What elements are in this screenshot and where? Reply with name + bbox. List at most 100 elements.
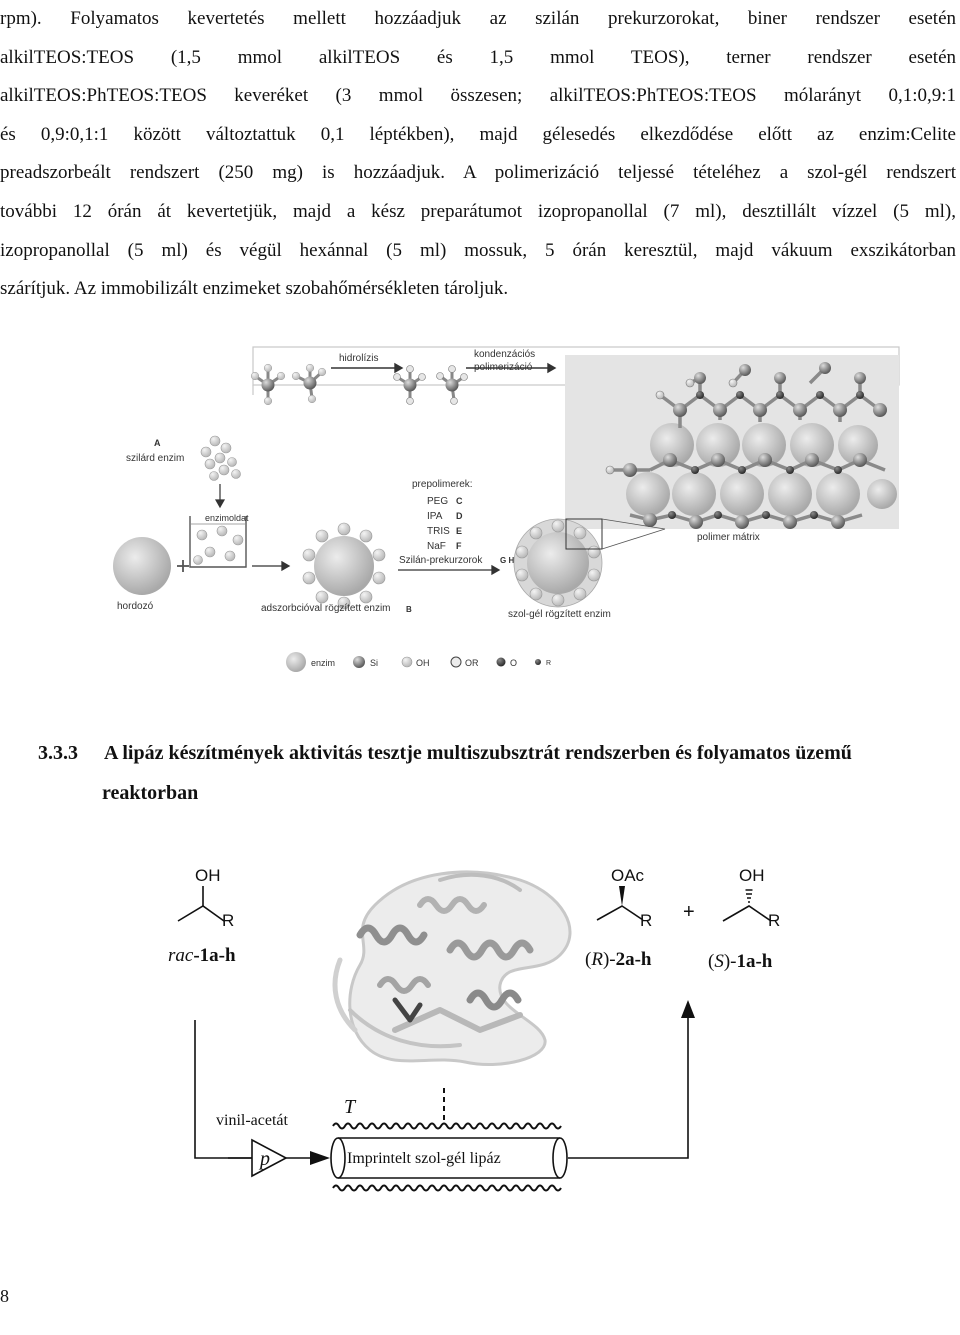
product-r-close: )- bbox=[603, 949, 616, 970]
sol-gel-enzyme-carrier bbox=[513, 518, 603, 608]
product-s-label: (S)-1a-h bbox=[708, 951, 773, 972]
gh-label: G H bbox=[500, 556, 514, 565]
prepolymer-letter: F bbox=[456, 541, 462, 551]
prepolymer-name: PEG bbox=[427, 496, 448, 507]
enzimoldat-label: enzimoldat bbox=[205, 513, 249, 523]
heating-jacket-bottom bbox=[332, 1184, 562, 1192]
packed-bed-reactor bbox=[330, 1137, 568, 1179]
prepolymer-name: NaF bbox=[427, 541, 446, 552]
hydrolyzed-molecule bbox=[393, 365, 426, 405]
pump-symbol bbox=[251, 1138, 288, 1178]
oh-right: OH bbox=[739, 866, 765, 885]
zoom-box bbox=[565, 518, 603, 550]
legend-si: Si bbox=[370, 658, 378, 668]
prepolimerek-label: prepolimerek: bbox=[412, 479, 473, 490]
hidrolizis-label: hidrolízis bbox=[339, 353, 378, 364]
legend-enzim: enzim bbox=[311, 658, 335, 668]
oh-left: OH bbox=[195, 866, 221, 885]
paragraph-line: preadszorbeált rendszert (250 mg) is hoz… bbox=[0, 162, 956, 184]
substrate-label: rac-1a-h bbox=[168, 945, 236, 966]
plus-sign bbox=[177, 560, 189, 572]
hydrolyzed-molecule bbox=[436, 365, 468, 405]
product-s-config: S bbox=[714, 951, 724, 972]
paragraph-line: alkilTEOS:PhTEOS:TEOS keveréket (3 mmol … bbox=[0, 85, 956, 107]
enzyme-solution-beaker bbox=[189, 516, 247, 568]
szilan-prekurzorok-label: Szilán-prekurzorok bbox=[399, 555, 483, 566]
matrix-silicon-atoms bbox=[623, 362, 887, 529]
r-left: R bbox=[222, 911, 234, 930]
plus-sign: + bbox=[683, 901, 695, 923]
body-paragraph: rpm). Folyamatos kevertetés mellett hozz… bbox=[0, 0, 956, 309]
r-right: R bbox=[768, 911, 780, 930]
paragraph-line: alkilTEOS:TEOS (1,5 mmol alkilTEOS és 1,… bbox=[0, 46, 956, 68]
r-mid: R bbox=[640, 911, 652, 930]
adsorbed-enzyme-carrier bbox=[302, 522, 386, 610]
reaction-scheme: OH R rac-1a-h OAc R (R)-2a-h + OH R bbox=[168, 866, 780, 1192]
kondenzacios-label: kondenzációs bbox=[474, 349, 535, 360]
lipase-protein-structure bbox=[332, 870, 572, 1066]
paragraph-line: rpm). Folyamatos kevertetés mellett hozz… bbox=[0, 8, 956, 29]
prepolymer-name: IPA bbox=[427, 511, 443, 522]
paragraph-line: izopropanollal (5 ml) és végül hexánnal … bbox=[0, 239, 956, 261]
racemic-alcohol-structure bbox=[177, 886, 225, 922]
prepolymer-letter: C bbox=[456, 496, 463, 506]
legend-o: O bbox=[510, 658, 517, 668]
rac-prefix: rac bbox=[168, 945, 194, 966]
legend-or: OR bbox=[465, 658, 479, 668]
precursor-molecule bbox=[250, 363, 286, 406]
wedge-bond bbox=[619, 886, 625, 906]
paragraph-line: további 12 órán át kevertetjük, majd a k… bbox=[0, 200, 956, 222]
figure-legend: enzim Si OH OR O R bbox=[286, 652, 551, 672]
hashed-bond bbox=[745, 889, 753, 903]
immobilization-figure: hidrolízis kondenzációs polimerizáció bbox=[113, 346, 900, 672]
process-arrows bbox=[331, 362, 557, 374]
reactor-label: Imprintelt szol-gél lipáz bbox=[347, 1150, 501, 1167]
product-s-close: )- bbox=[724, 951, 737, 972]
polimerizacio-label: polimerizáció bbox=[474, 362, 533, 373]
label-a: A bbox=[154, 438, 161, 448]
section-heading: 3.3.3 A lipáz készítmények aktivitás tesz… bbox=[38, 733, 958, 813]
carrier-sphere bbox=[113, 537, 171, 595]
page-number: 8 bbox=[0, 1286, 9, 1306]
adszorbcioval-label: adszorbcióval rögzített enzim bbox=[261, 603, 391, 614]
section-title-line1: A lipáz készítmények aktivitás tesztje m… bbox=[104, 742, 852, 764]
alcohol-product-structure bbox=[722, 905, 772, 922]
product-r-config: R bbox=[590, 949, 603, 970]
paragraph-line: és 0,9:0,1:1 között változtattuk 0,1 lép… bbox=[0, 123, 956, 145]
right-arrow bbox=[398, 564, 501, 576]
label-b: B bbox=[406, 605, 412, 614]
right-arrow bbox=[252, 560, 291, 572]
substrate-id: -1a-h bbox=[193, 945, 236, 966]
ester-product-structure bbox=[596, 905, 644, 921]
paragraph-line: szárítjuk. Az immobilizált enzimeket szo… bbox=[0, 278, 509, 300]
oac-label: OAc bbox=[611, 866, 645, 885]
heating-jacket-top bbox=[332, 1122, 562, 1130]
down-arrow bbox=[214, 484, 226, 509]
prepolymer-name: TRIS bbox=[427, 526, 450, 537]
polimer-matrix-label: polimer mátrix bbox=[697, 532, 760, 543]
temperature-label: T bbox=[344, 1096, 357, 1118]
prepolymer-list: PEG C IPA D TRIS E NaF F bbox=[427, 496, 463, 552]
inlet-arrowhead bbox=[310, 1151, 330, 1165]
matrix-enzyme-spheres bbox=[626, 423, 897, 516]
legend-r: R bbox=[546, 660, 551, 667]
hordozo-label: hordozó bbox=[117, 601, 154, 612]
legend-oh: OH bbox=[416, 658, 430, 668]
product-s-id: 1a-h bbox=[736, 951, 772, 972]
product-s-open: ( bbox=[708, 951, 714, 972]
product-r-open: ( bbox=[585, 949, 591, 970]
section-title-line2: reaktorban bbox=[102, 782, 199, 804]
vinil-acetat-label: vinil-acetát bbox=[216, 1112, 289, 1129]
matrix-oxygen-atoms bbox=[605, 378, 864, 519]
precursor-molecule bbox=[291, 363, 327, 404]
product-r-label: (R)-2a-h bbox=[585, 949, 652, 970]
pump-label: p bbox=[258, 1148, 270, 1170]
section-number: 3.3.3 bbox=[38, 742, 78, 764]
szilard-enzim-label: szilárd enzim bbox=[126, 453, 184, 464]
szol-gel-label: szol-gél rögzített enzim bbox=[508, 609, 611, 620]
solid-enzyme-particles bbox=[200, 435, 241, 481]
prepolymer-letter: E bbox=[456, 526, 462, 536]
product-r-id: 2a-h bbox=[616, 949, 652, 970]
up-arrowhead bbox=[681, 1000, 695, 1018]
prepolymer-letter: D bbox=[456, 511, 463, 521]
